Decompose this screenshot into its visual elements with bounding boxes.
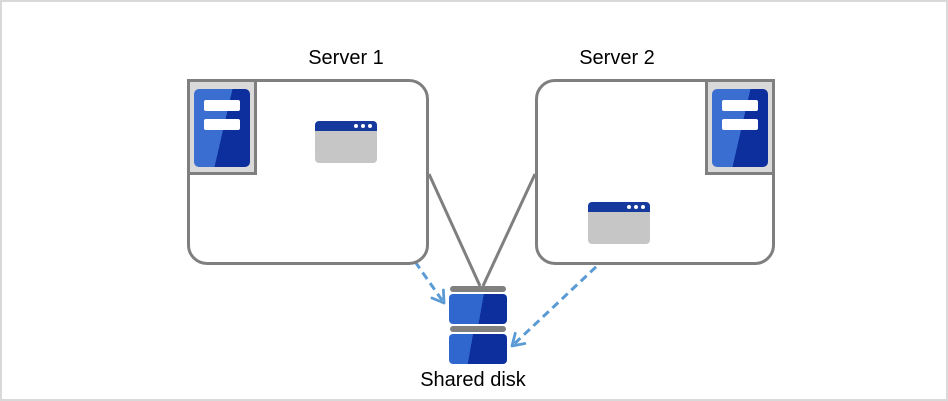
server2-shared-disk-line [481,173,537,287]
titlebar-dot [627,205,631,209]
titlebar-dot [634,205,638,209]
disk-bar [450,326,506,332]
server2-server-icon [705,79,775,175]
disk-platter [449,294,507,324]
app-window-titlebar [588,202,650,212]
app2-to-disk-arrow [510,247,617,348]
server-tower-icon [712,89,768,167]
disk-bar [450,286,506,292]
server-tower-icon [194,89,250,167]
server1-label: Server 1 [308,47,384,69]
tower-slot [722,119,758,130]
shared-disk-label: Shared disk [420,369,526,391]
server1-application-window-icon [315,121,377,163]
server2-application-window-icon [588,202,650,244]
app-window-titlebar [315,121,377,131]
titlebar-dot [641,205,645,209]
tower-slot [204,100,240,111]
titlebar-dot [368,124,372,128]
app-window-body [588,212,650,244]
shared-disk-icon [449,286,507,364]
disk-platter [449,334,507,364]
titlebar-dot [361,124,365,128]
titlebar-dot [354,124,358,128]
server2-label: Server 2 [579,47,655,69]
server1-server-icon [187,79,257,175]
tower-slot [722,100,758,111]
app-window-body [315,131,377,163]
tower-slot [204,119,240,130]
server1-shared-disk-line [427,173,482,287]
